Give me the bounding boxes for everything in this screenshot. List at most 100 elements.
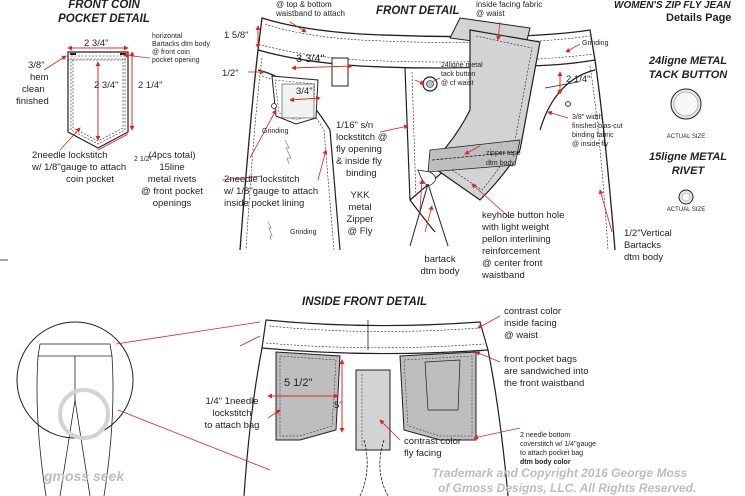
bartack-1: bartack (424, 254, 456, 265)
vbartack-3: dtm body (624, 252, 664, 263)
lining-2: w/ 1/8"gauge to attach (224, 186, 319, 197)
coin-hem-3: clean (22, 84, 45, 95)
thumbnail-jean (0, 259, 271, 496)
cover-4: dtm body color (520, 459, 571, 466)
keyhole-2: with light weight (482, 222, 550, 233)
coin-bartack-4: pocket opening (152, 57, 200, 64)
copyright-2: of Gmoss Designs, LLC. All Rights Reserv… (438, 481, 697, 495)
measure-1-2: 1/2" (222, 68, 239, 79)
coin-bartack-1: horizontal (152, 33, 183, 40)
rivets-4: @ front pocket (141, 186, 203, 197)
facing-3: @ waist (504, 330, 538, 341)
coin-hem-4: finished (16, 96, 49, 107)
vbartack-1: 1/2"Vertical (624, 228, 672, 239)
cover-3: to attach pocket bag (520, 450, 584, 457)
coin-pocket-title-1: FRONT COIN (68, 0, 140, 11)
inside-front-title: INSIDE FRONT DETAIL (302, 296, 428, 308)
attach-3: to attach bag (204, 420, 260, 431)
measure-5-1-2: 5 1/2" (284, 377, 313, 389)
waistband-note-1: @ top & bottom (276, 0, 332, 9)
attach-1: 1/4" 1needle (205, 396, 259, 407)
waistband-note-2: waistband to attach (276, 9, 345, 18)
coin-bartack-2: Bartacks dtm body (152, 41, 210, 48)
front-detail-title: FRONT DETAIL (376, 5, 460, 17)
coin-pocket-drawing (43, 45, 151, 151)
zipper-4: @ Fly (347, 226, 373, 237)
hardware-drawing (670, 88, 702, 205)
keyhole-6: waistband (482, 270, 525, 281)
cover-2: coverstitch w/ 1/4"gauge (520, 441, 597, 448)
grinding-pocket: Grinding (262, 128, 289, 135)
measure-5: 5" (334, 400, 343, 411)
bias-2: finished bias-cut (572, 123, 623, 130)
attach-2: lockstitch (212, 408, 252, 419)
page-subtitle: Details Page (666, 12, 732, 24)
coin-side-measure: 2 1/4" (138, 80, 163, 91)
product-title: WOMEN'S ZIP FLY JEAN (614, 0, 731, 11)
rivets-1: (4pcs total) (148, 150, 196, 161)
bartack-2: dtm body (420, 266, 460, 277)
bags-3: the front waistband (504, 378, 585, 389)
bags-1: front pocket bags (504, 354, 577, 365)
tack-note-3: @ cf waist (441, 80, 474, 87)
coin-hem-1: 3/8" (28, 60, 45, 71)
button-title-2: TACK BUTTON (648, 69, 728, 81)
inside-facing-2: @ waist (476, 9, 505, 18)
grinding-top: Grinding (582, 40, 609, 47)
coin-pocket-title-2: POCKET DETAIL (58, 13, 150, 25)
fly-facing-2: fly facing (404, 448, 442, 459)
coin-stitch-3: coin pocket (66, 174, 115, 185)
inside-front-drawing (239, 315, 521, 496)
measure-3-3-4: 3 3/4" (296, 53, 325, 65)
button-actual-size: ACTUAL SIZE (666, 134, 706, 140)
lining-1: 2needle lockstitch (224, 174, 300, 185)
button-title-1: 24ligne METAL (648, 55, 728, 67)
inside-facing-1: inside facing fabric (476, 0, 543, 9)
zipper-2: metal (348, 202, 372, 213)
lining-3: inside pocket lining (224, 198, 305, 209)
rivets-2: 15line (159, 162, 185, 173)
lockstitch-4: & inside fly (336, 156, 382, 167)
lockstitch-5: binding (346, 168, 377, 179)
zipper-1: YKK (350, 190, 370, 201)
copyright-1: Trademark and Copyright 2016 George Moss (432, 466, 688, 480)
rivet-title-1: 15ligne METAL (648, 151, 728, 163)
measure-1-5-8: 1 5/8" (224, 30, 249, 41)
front-jean-drawing (221, 17, 616, 251)
zipper-tape-2: dtm body (486, 160, 515, 167)
bags-2: are sandwiched into (504, 366, 589, 377)
bias-3: binding fabric (572, 132, 614, 139)
watermark: gmoss seek (44, 468, 125, 484)
coin-stitch-2: w/ 1/8"gauge to attach (32, 162, 127, 173)
brand-logo (58, 388, 110, 440)
grinding-legend: Grinding (290, 229, 317, 236)
fly-facing-1: contrast color (404, 436, 462, 447)
rivet-title-2: RIVET (671, 165, 705, 177)
coin-height-measure: 2 3/4" (94, 80, 119, 91)
lockstitch-1: 1/16" s/n (336, 120, 374, 131)
measure-2-1-4: 2 1/4" (566, 74, 591, 85)
coin-bartack-3: @ front coin (152, 49, 190, 56)
rivets-5: openings (152, 198, 192, 209)
coin-width-measure: 2 3/4" (84, 38, 109, 49)
bias-4: @ inside fly (572, 141, 609, 148)
keyhole-5: @ center front (482, 258, 543, 269)
cover-1: 2 needle bottom (520, 432, 571, 439)
zipper-tape-1: zipper tape (486, 150, 521, 157)
tack-note-1: 24ligne metal (441, 62, 483, 69)
lockstitch-2: lockstitch @ (336, 132, 388, 143)
bias-1: 3/8" width (572, 114, 603, 121)
vbartack-2: Bartacks (624, 240, 661, 251)
coin-stitch-1: 2needle lockstitch (32, 150, 108, 161)
tack-note-2: tack button (441, 71, 476, 78)
keyhole-3: pellon interlining (482, 234, 551, 245)
zipper-3: Zipper (346, 214, 374, 225)
coin-bottom-measure: 2 1/2" (134, 156, 153, 163)
keyhole-1: keyhole button hole (482, 210, 565, 221)
lockstitch-3: fly opening (336, 144, 382, 155)
keyhole-4: reinforcement (482, 246, 541, 257)
facing-1: contrast color (504, 306, 562, 317)
rivet-actual-size: ACTUAL SIZE (666, 207, 706, 213)
coin-hem-2: hem (30, 72, 49, 83)
